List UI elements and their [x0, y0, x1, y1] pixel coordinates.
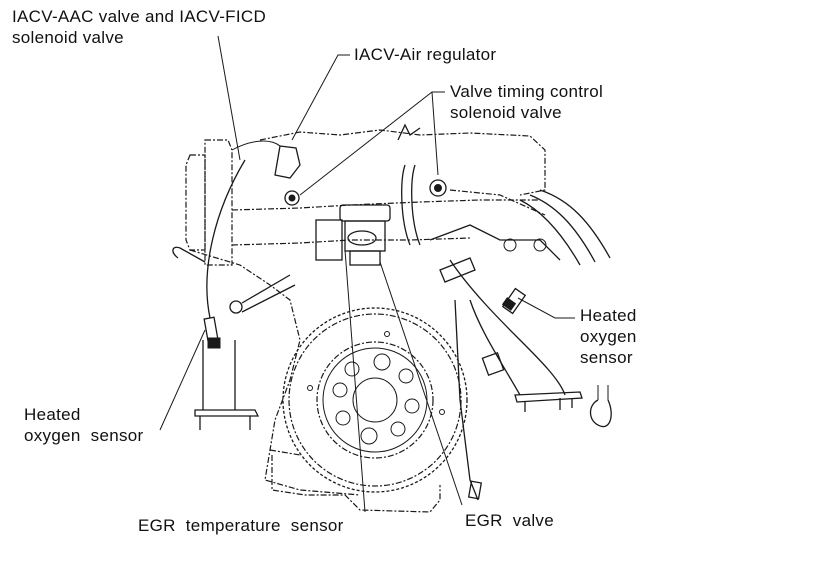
label-heated-oxygen-sensor-left: Heated oxygen sensor	[24, 405, 144, 445]
left-exhaust-bracket	[194, 340, 260, 430]
leader-valve-timing-b	[431, 91, 439, 176]
label-egr-valve: EGR valve	[465, 511, 554, 530]
leader-egr-valve	[379, 261, 463, 506]
leader-heated-o2-left	[159, 329, 206, 431]
leader-egr-temp	[344, 249, 366, 513]
egr-valve-body	[315, 204, 391, 266]
dipstick	[454, 299, 612, 501]
label-valve-timing-control-solenoid: Valve timing control solenoid valve	[450, 82, 604, 122]
leader-iacv-aac	[217, 35, 241, 161]
left-oxygen-sensor	[203, 159, 246, 349]
valve-timing-solenoid	[401, 164, 546, 246]
leader-heated-o2-right	[517, 297, 575, 319]
flywheel	[282, 307, 468, 493]
oil-pan	[271, 455, 441, 513]
right-oxygen-sensor	[501, 287, 527, 315]
intake-manifold	[231, 123, 546, 246]
label-heated-oxygen-sensor-right: Heated oxygen sensor	[580, 306, 637, 367]
leader-valve-timing-a	[299, 91, 445, 196]
alternator	[185, 139, 281, 266]
right-exhaust-manifold	[429, 189, 611, 412]
engine-block	[172, 246, 361, 496]
leader-lines	[159, 35, 575, 513]
label-egr-temperature-sensor: EGR temperature sensor	[138, 516, 344, 535]
label-iacv-aac-valve: IACV-AAC valve and IACV-FICD solenoid va…	[12, 7, 267, 47]
label-iacv-air-regulator: IACV-Air regulator	[354, 45, 497, 64]
leader-iacv-air-regulator	[291, 54, 350, 141]
